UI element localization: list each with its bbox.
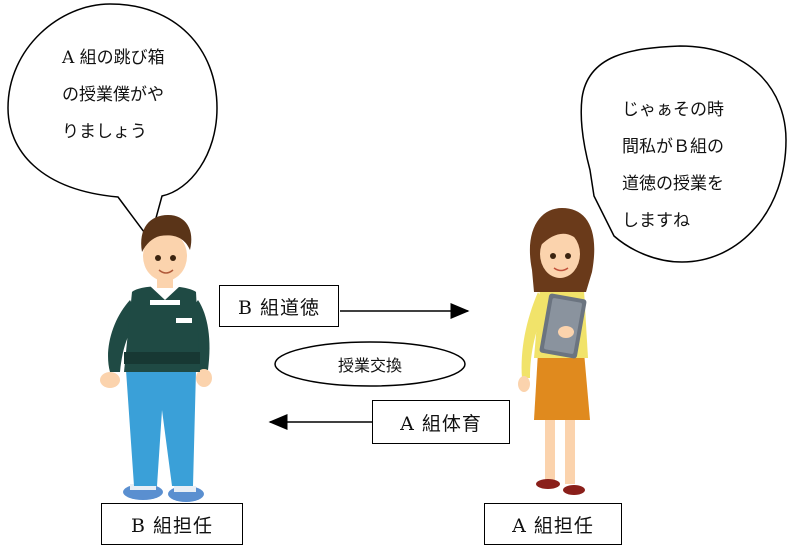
speech-bubble-right [580,45,787,263]
speech-text-right: じゃぁその時 間私がＢ組の 道徳の授業を しますね [622,100,724,231]
a-class-pe-box: A 組体育 [372,400,510,444]
girl-teacher-figure [518,208,595,495]
exchange-label: 授業交換 [337,356,402,375]
boy-teacher-figure [100,215,212,502]
speech-text-left: A 組の跳び箱 の授業僕がや りましょう [62,48,165,142]
b-class-teacher-label: B 組担任 [101,503,243,545]
speech-bubble-left [7,3,218,242]
b-class-moral-box: B 組道徳 [219,285,339,327]
a-class-teacher-label: A 組担任 [484,503,622,545]
exchange-oval [274,341,466,387]
